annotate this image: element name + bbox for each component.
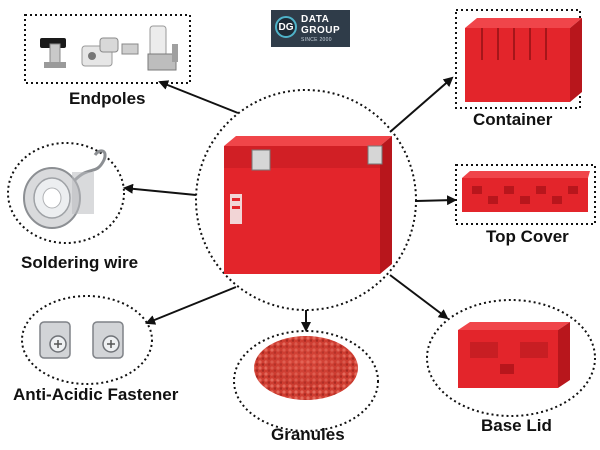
soldering-wire-frame [7, 142, 125, 244]
label-soldering-wire: Soldering wire [21, 253, 139, 272]
logo-line-1: DATA [301, 14, 330, 25]
endpoles-frame [24, 14, 191, 84]
base-lid-illustration [458, 322, 570, 388]
component-frames [7, 9, 596, 432]
arrow-to-fastener [145, 286, 237, 325]
fastener-frame [21, 295, 153, 385]
label-container: Container [473, 110, 553, 129]
top-cover-illustration [462, 171, 590, 212]
container-frame [455, 9, 581, 109]
label-endpoles: Endpoles [69, 89, 146, 108]
data-group-logo: DG DATA GROUP SINCE 2000 [271, 10, 350, 47]
container-illustration [465, 18, 582, 102]
label-top-cover: Top Cover [486, 227, 569, 246]
soldering-wire-illustration [23, 149, 107, 229]
logo-mark: DG [275, 16, 297, 38]
connector-arrows [123, 76, 457, 332]
fastener-illustration [39, 321, 124, 359]
battery-illustration [224, 136, 392, 274]
arrow-to-container [389, 76, 454, 133]
arrow-to-top-cover [415, 195, 457, 206]
battery-frame [195, 89, 417, 311]
arrow-to-endpoles [158, 80, 239, 114]
label-base-lid: Base Lid [481, 416, 552, 435]
arrow-to-base-lid [389, 274, 449, 320]
granules-frame [233, 330, 379, 432]
label-granules: Granules [271, 425, 345, 444]
base-lid-frame [426, 299, 596, 417]
logo-tagline: SINCE 2000 [301, 37, 332, 43]
label-anti-acidic-fastener: Anti-Acidic Fastener [13, 385, 179, 404]
granules-illustration [254, 336, 358, 400]
top-cover-frame [455, 164, 596, 225]
endpoles-illustration [40, 25, 178, 71]
logo-line-2: GROUP [301, 25, 341, 36]
arrow-to-soldering-wire [123, 183, 197, 196]
